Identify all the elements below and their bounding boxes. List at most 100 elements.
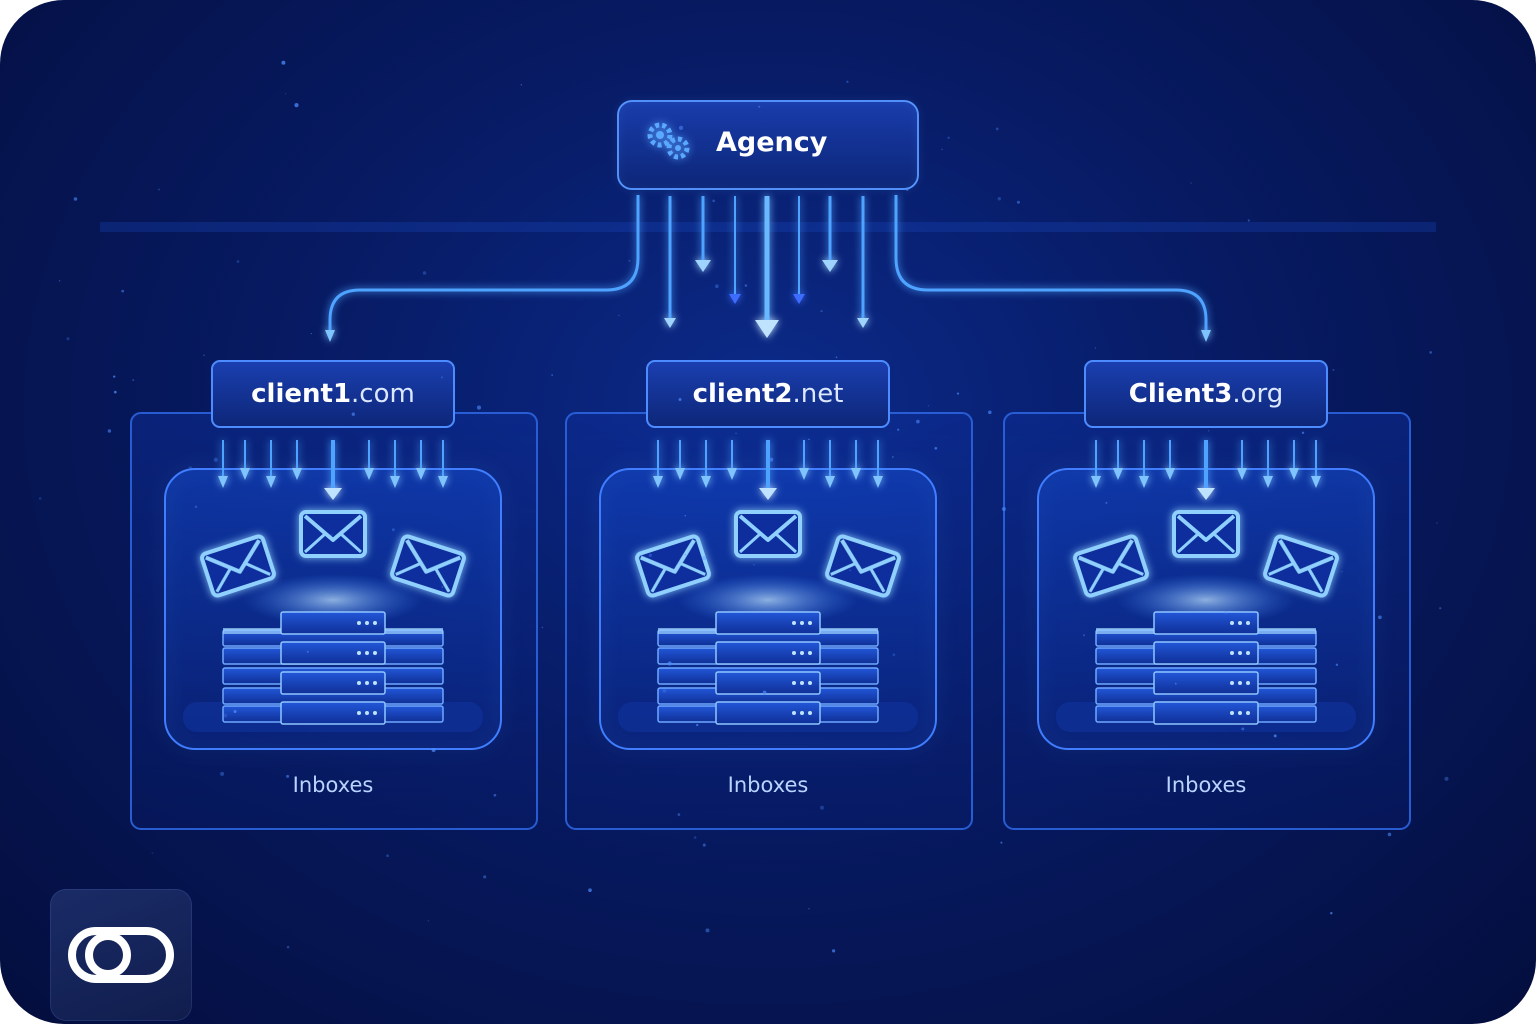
particle xyxy=(310,332,312,335)
server-stack-icon xyxy=(618,611,918,732)
particle xyxy=(1190,182,1192,184)
particle xyxy=(941,148,943,151)
client-domain-tld: .net xyxy=(792,379,843,409)
particle xyxy=(662,688,667,693)
particle xyxy=(132,379,135,382)
particle xyxy=(1241,727,1245,731)
particle xyxy=(712,199,716,203)
particle xyxy=(762,690,767,695)
particle xyxy=(715,284,719,289)
particle xyxy=(735,432,737,434)
particle xyxy=(702,843,706,847)
particle xyxy=(476,405,482,410)
particle xyxy=(1224,611,1228,615)
particle xyxy=(758,105,761,108)
particle xyxy=(38,497,42,500)
particle xyxy=(934,446,938,450)
particle xyxy=(441,586,444,588)
particle xyxy=(753,563,755,566)
client-domain-name: Client3 xyxy=(1129,379,1233,409)
agency-node[interactable]: Agency xyxy=(617,100,919,190)
particle xyxy=(705,928,710,933)
envelope-icon xyxy=(1073,534,1149,598)
particle xyxy=(1301,431,1305,435)
particle xyxy=(988,410,992,415)
particle xyxy=(808,908,810,910)
particle xyxy=(905,187,909,191)
particle xyxy=(1082,634,1085,637)
particle xyxy=(1247,219,1250,222)
logo-badge xyxy=(50,889,192,1021)
client-label-1[interactable]: client1.com xyxy=(211,360,455,428)
particle xyxy=(648,553,653,557)
particle xyxy=(678,125,684,131)
particle xyxy=(678,398,682,401)
particle xyxy=(236,260,240,263)
particle xyxy=(892,456,894,458)
particle xyxy=(744,284,748,287)
particle xyxy=(1000,841,1003,844)
toggle-logo-icon xyxy=(68,927,174,983)
particle xyxy=(213,457,218,462)
particle xyxy=(846,80,849,83)
particle xyxy=(422,271,427,275)
particle xyxy=(1436,522,1438,524)
envelope-icon xyxy=(1263,534,1339,598)
particle xyxy=(1207,430,1210,432)
client-domain: Client3.org xyxy=(1129,379,1284,409)
particle xyxy=(73,197,78,201)
gears-icon xyxy=(647,122,690,160)
particle xyxy=(220,771,225,776)
client-domain: client1.com xyxy=(251,379,415,409)
particle xyxy=(1378,615,1382,620)
server-stack-icon xyxy=(1056,611,1356,732)
client-label-3[interactable]: Client3.org xyxy=(1084,360,1328,428)
particle xyxy=(1341,570,1343,573)
particle xyxy=(151,852,154,854)
center-arrows xyxy=(664,196,869,338)
particle xyxy=(696,723,699,727)
particle xyxy=(188,466,193,470)
particle xyxy=(769,457,774,462)
particle xyxy=(684,514,687,517)
particle xyxy=(677,813,681,816)
particle xyxy=(121,289,125,293)
arrowhead-left xyxy=(325,330,335,342)
particle xyxy=(194,505,198,509)
particle xyxy=(1429,351,1432,354)
client-domain: client2.net xyxy=(693,379,844,409)
particle xyxy=(1444,776,1449,781)
client-domain-name: client2 xyxy=(693,379,793,409)
particle xyxy=(997,197,1001,201)
client-label-2[interactable]: client2.net xyxy=(646,360,890,428)
arrowhead-right xyxy=(1201,330,1211,342)
particle xyxy=(1105,501,1108,504)
connector-right xyxy=(894,195,1208,332)
connector-left xyxy=(328,195,640,332)
particle xyxy=(897,428,900,431)
particle xyxy=(386,854,389,858)
particle xyxy=(835,356,838,359)
particle xyxy=(628,259,631,263)
particle xyxy=(618,314,620,316)
particle xyxy=(294,103,299,108)
particle xyxy=(330,533,333,537)
particle xyxy=(551,374,553,376)
particle xyxy=(483,875,487,879)
envelope-icon xyxy=(390,534,466,598)
client-domain-tld: .com xyxy=(351,379,415,409)
inbound-arrows xyxy=(218,440,448,500)
particle xyxy=(702,555,707,561)
particle xyxy=(440,376,444,379)
particle xyxy=(286,945,290,949)
particle xyxy=(1439,607,1442,610)
particle xyxy=(58,280,61,282)
particle xyxy=(233,709,237,714)
particle xyxy=(1335,663,1339,666)
particle xyxy=(947,136,950,139)
